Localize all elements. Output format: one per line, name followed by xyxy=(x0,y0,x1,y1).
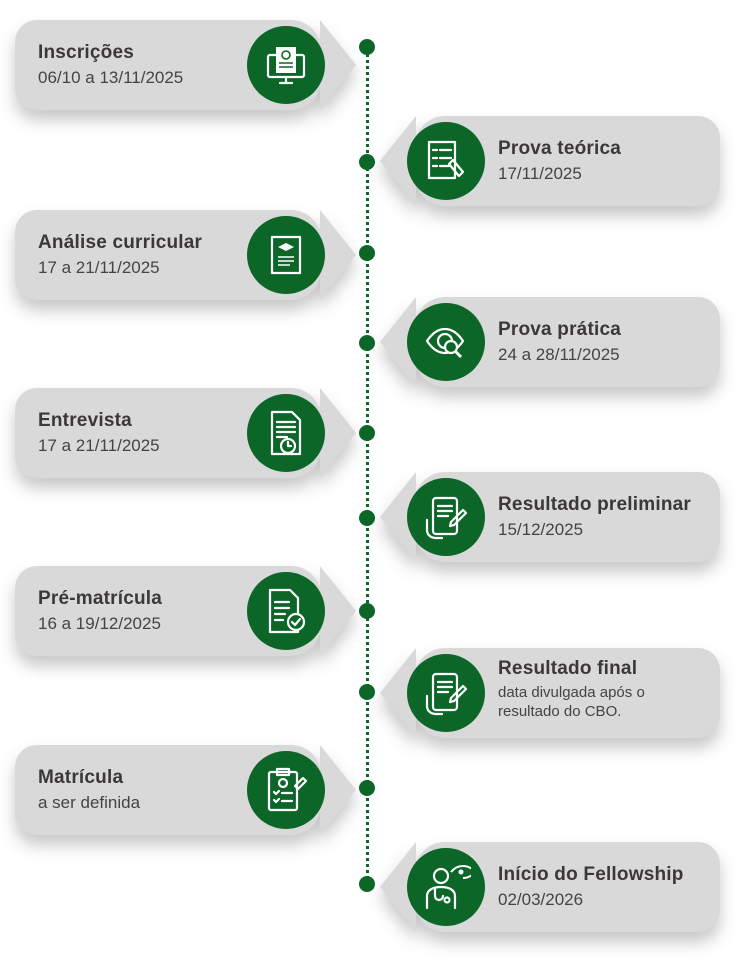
timeline-dot xyxy=(359,39,375,55)
step-title: Análise curricular xyxy=(38,232,203,253)
step-title: Matrícula xyxy=(38,767,124,788)
timeline-dot xyxy=(359,603,375,619)
timeline-step-card: Prova prática 24 a 28/11/2025 xyxy=(380,297,720,387)
step-date: a ser definida xyxy=(38,793,141,812)
card-pointer xyxy=(320,566,356,656)
timeline-step-card: Pré-matrícula 16 a 19/12/2025 xyxy=(15,566,356,656)
step-text: Prova teórica 17/11/2025 xyxy=(498,138,621,184)
timeline-step-card: Resultado final data divulgada após o re… xyxy=(380,648,720,738)
step-date: 17 a 21/11/2025 xyxy=(38,258,160,277)
step-date: 06/10 a 13/11/2025 xyxy=(38,68,184,87)
timeline-dot xyxy=(359,425,375,441)
timeline-dot xyxy=(359,684,375,700)
tablet-signing-icon xyxy=(407,478,485,556)
timeline-step-card: Início do Fellowship 02/03/2026 xyxy=(380,842,720,932)
timeline-line xyxy=(366,47,369,885)
timeline-step-card: Prova teórica 17/11/2025 xyxy=(380,116,720,206)
timeline-step-card: Inscrições 06/10 a 13/11/2025 xyxy=(15,20,356,110)
step-date: 15/12/2025 xyxy=(498,520,584,539)
card-pointer xyxy=(320,388,356,478)
timeline-dot xyxy=(359,780,375,796)
step-text: Matrícula a ser definida xyxy=(38,767,140,813)
step-title: Resultado final xyxy=(498,658,638,679)
timeline-dot xyxy=(359,876,375,892)
computer-document-icon xyxy=(247,26,325,104)
step-date: data divulgada após o resultado do CBO. xyxy=(498,684,645,720)
step-date: 24 a 28/11/2025 xyxy=(498,345,620,364)
tablet-signing-icon xyxy=(407,654,485,732)
step-text: Início do Fellowship 02/03/2026 xyxy=(498,864,684,910)
step-text: Inscrições 06/10 a 13/11/2025 xyxy=(38,42,183,88)
exam-sheet-pencil-icon xyxy=(407,122,485,200)
step-date: 16 a 19/12/2025 xyxy=(38,614,161,633)
step-title: Entrevista xyxy=(38,410,132,431)
timeline-dot xyxy=(359,510,375,526)
step-title: Prova teórica xyxy=(498,138,621,159)
timeline-step-card: Entrevista 17 a 21/11/2025 xyxy=(15,388,356,478)
doctor-eye-icon xyxy=(407,848,485,926)
step-title: Inscrições xyxy=(38,42,134,63)
timeline-step-card: Matrícula a ser definida xyxy=(15,745,356,835)
timeline-dot xyxy=(359,154,375,170)
diploma-document-icon xyxy=(247,216,325,294)
card-pointer xyxy=(320,210,356,300)
timeline-step-card: Análise curricular 17 a 21/11/2025 xyxy=(15,210,356,300)
card-pointer xyxy=(320,20,356,110)
step-title: Pré-matrícula xyxy=(38,588,163,609)
step-date: 17/11/2025 xyxy=(498,164,582,183)
step-date: 17 a 21/11/2025 xyxy=(38,436,160,455)
step-title: Resultado preliminar xyxy=(498,494,691,515)
step-text: Resultado preliminar 15/12/2025 xyxy=(498,494,691,540)
timeline-dot xyxy=(359,335,375,351)
card-pointer xyxy=(320,745,356,835)
step-text: Resultado final data divulgada após o re… xyxy=(498,658,698,721)
step-text: Prova prática 24 a 28/11/2025 xyxy=(498,319,621,365)
step-title: Prova prática xyxy=(498,319,621,340)
step-text: Entrevista 17 a 21/11/2025 xyxy=(38,410,160,456)
step-title: Início do Fellowship xyxy=(498,864,684,885)
document-clock-icon xyxy=(247,394,325,472)
document-check-icon xyxy=(247,572,325,650)
timeline-step-card: Resultado preliminar 15/12/2025 xyxy=(380,472,720,562)
step-text: Análise curricular 17 a 21/11/2025 xyxy=(38,232,202,278)
timeline-dot xyxy=(359,245,375,261)
clipboard-profile-icon xyxy=(247,751,325,829)
step-text: Pré-matrícula 16 a 19/12/2025 xyxy=(38,588,162,634)
step-date: 02/03/2026 xyxy=(498,890,584,909)
eye-magnifier-icon xyxy=(407,303,485,381)
